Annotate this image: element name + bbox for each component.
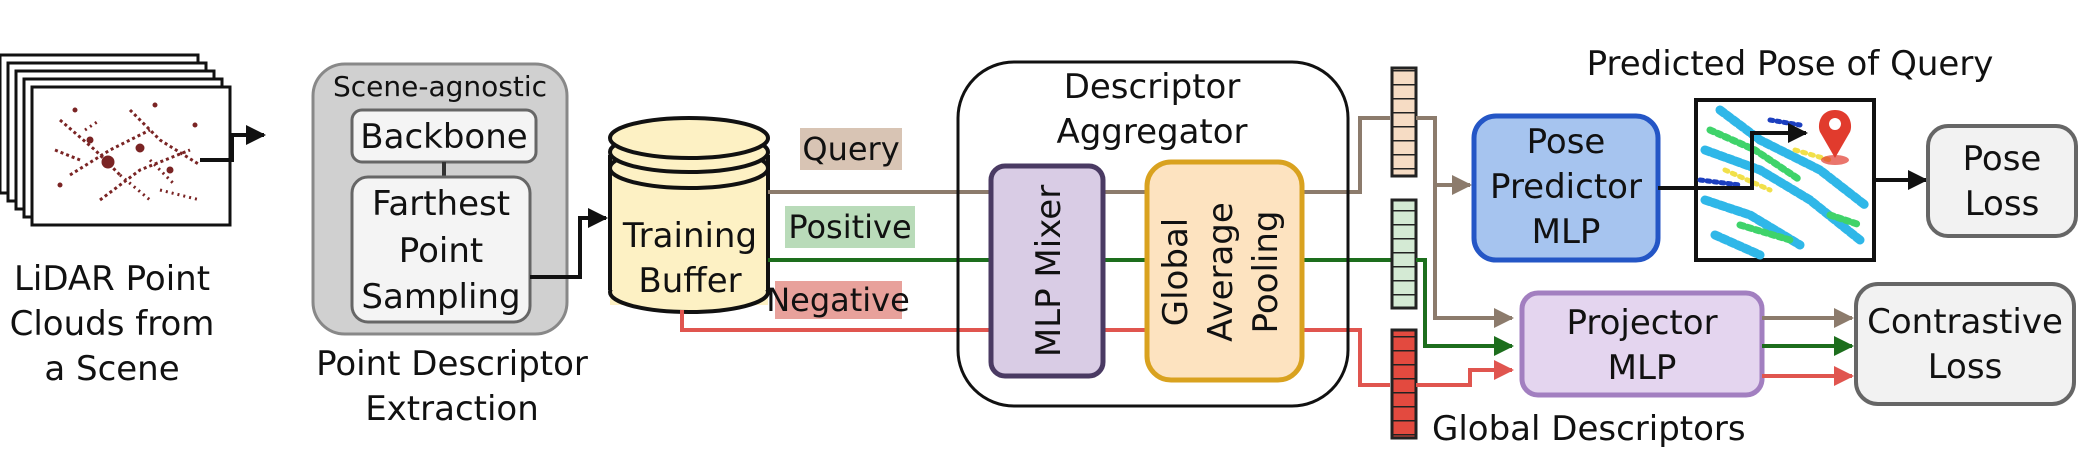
positive-descriptor-vector xyxy=(1390,198,1418,310)
backbone-label: Backbone xyxy=(360,117,527,157)
global-descriptors-caption: Global Descriptors xyxy=(1432,409,1746,449)
arrow-fps-to-buffer xyxy=(530,208,608,279)
buffer-label-line-1: Training xyxy=(622,216,757,256)
predicted-pose-map xyxy=(1694,98,1876,262)
extraction-caption-line-2: Extraction xyxy=(365,389,539,429)
training-buffer xyxy=(608,116,770,314)
pose-predictor-line-3: MLP xyxy=(1532,212,1601,252)
lidar-caption-line-1: LiDAR Point xyxy=(14,259,210,299)
pose-loss-box xyxy=(1926,124,2078,238)
aggregator-title-line-2: Aggregator xyxy=(1056,112,1247,152)
projector-line-2: MLP xyxy=(1608,348,1677,388)
lidar-caption-line-2: Clouds from xyxy=(10,304,215,344)
descriptor-aggregator-block xyxy=(956,60,1350,408)
arrow-predictor-to-map xyxy=(1658,123,1808,190)
fps-label-line-1: Farthest xyxy=(372,184,510,224)
contrastive-loss-line-1: Contrastive xyxy=(1867,302,2063,342)
location-pin-icon xyxy=(1818,110,1852,165)
mlp-mixer-label: MLP Mixer xyxy=(1029,185,1069,357)
buffer-label-line-2: Buffer xyxy=(638,261,741,301)
arrow-negative-to-projector xyxy=(1416,360,1514,387)
arrow-positive-to-projector xyxy=(1416,258,1514,356)
arrow-query-to-projector xyxy=(1433,185,1514,328)
predicted-pose-title: Predicted Pose of Query xyxy=(1587,44,1994,84)
negative-descriptor-vector xyxy=(1390,328,1418,440)
extraction-caption-line-1: Point Descriptor xyxy=(316,344,588,384)
pose-loss-line-2: Loss xyxy=(1965,184,2040,224)
lidar-point-cloud-stack xyxy=(0,53,232,227)
negative-tag: Negative xyxy=(766,281,910,319)
pose-loss-line-1: Pose xyxy=(1963,139,2042,179)
fps-box xyxy=(350,175,532,324)
point-cloud-image xyxy=(54,102,201,202)
arrow-query-to-pose-predictor xyxy=(1416,116,1472,195)
projector-line-1: Projector xyxy=(1566,303,1717,343)
query-tag-bg xyxy=(800,128,902,170)
positive-tag: Positive xyxy=(788,208,911,246)
negative-stream-line xyxy=(680,310,1390,387)
fps-label-line-2: Point xyxy=(399,231,483,271)
query-tag: Query xyxy=(802,130,899,168)
query-descriptor-vector xyxy=(1390,66,1418,178)
pooling-label-line-2: Average xyxy=(1201,202,1241,342)
contrastive-loss-line-2: Loss xyxy=(1928,347,2003,387)
pooling-label-line-3: Pooling xyxy=(1246,211,1286,334)
lidar-caption-line-3: a Scene xyxy=(44,349,179,389)
fps-label-line-3: Sampling xyxy=(361,277,520,317)
negative-tag-bg xyxy=(775,281,902,319)
aggregator-title-line-1: Descriptor xyxy=(1064,67,1241,107)
arrow-lidar-to-backbone xyxy=(200,125,266,162)
scene-agnostic-label: Scene-agnostic xyxy=(333,70,547,103)
global-average-pooling-box xyxy=(1144,159,1305,383)
contrastive-loss-box xyxy=(1854,282,2076,406)
mlp-mixer-box xyxy=(988,163,1106,379)
pooling-label-line-1: Global xyxy=(1156,218,1196,326)
pose-predictor-line-2: Predictor xyxy=(1490,167,1642,207)
pose-predictor-line-1: Pose xyxy=(1527,122,1606,162)
positive-tag-bg xyxy=(785,206,915,248)
